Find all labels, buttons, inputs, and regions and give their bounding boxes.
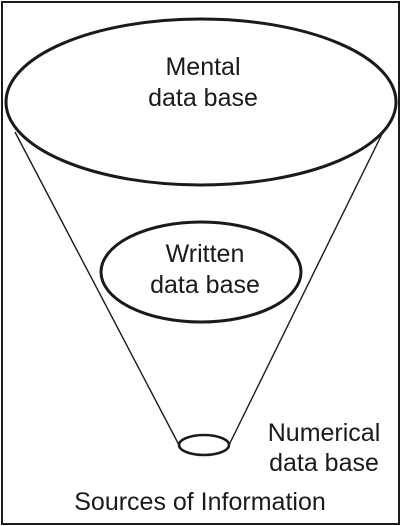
numerical-label-line2: data base [269,449,379,477]
numerical-label-line1: Numerical [268,419,381,447]
written-data-base-ellipse [99,220,303,324]
mental-data-base-ellipse [4,17,398,187]
written-label-line1: Written [166,240,245,268]
numerical-data-base-ellipse [177,433,231,457]
mental-label-line1: Mental [165,53,240,81]
funnel-left-side [14,131,180,446]
mental-label-line2: data base [148,84,258,112]
figure-caption: Sources of Information [74,488,326,516]
funnel-right-side [228,131,384,446]
written-label-line2: data base [150,271,260,299]
